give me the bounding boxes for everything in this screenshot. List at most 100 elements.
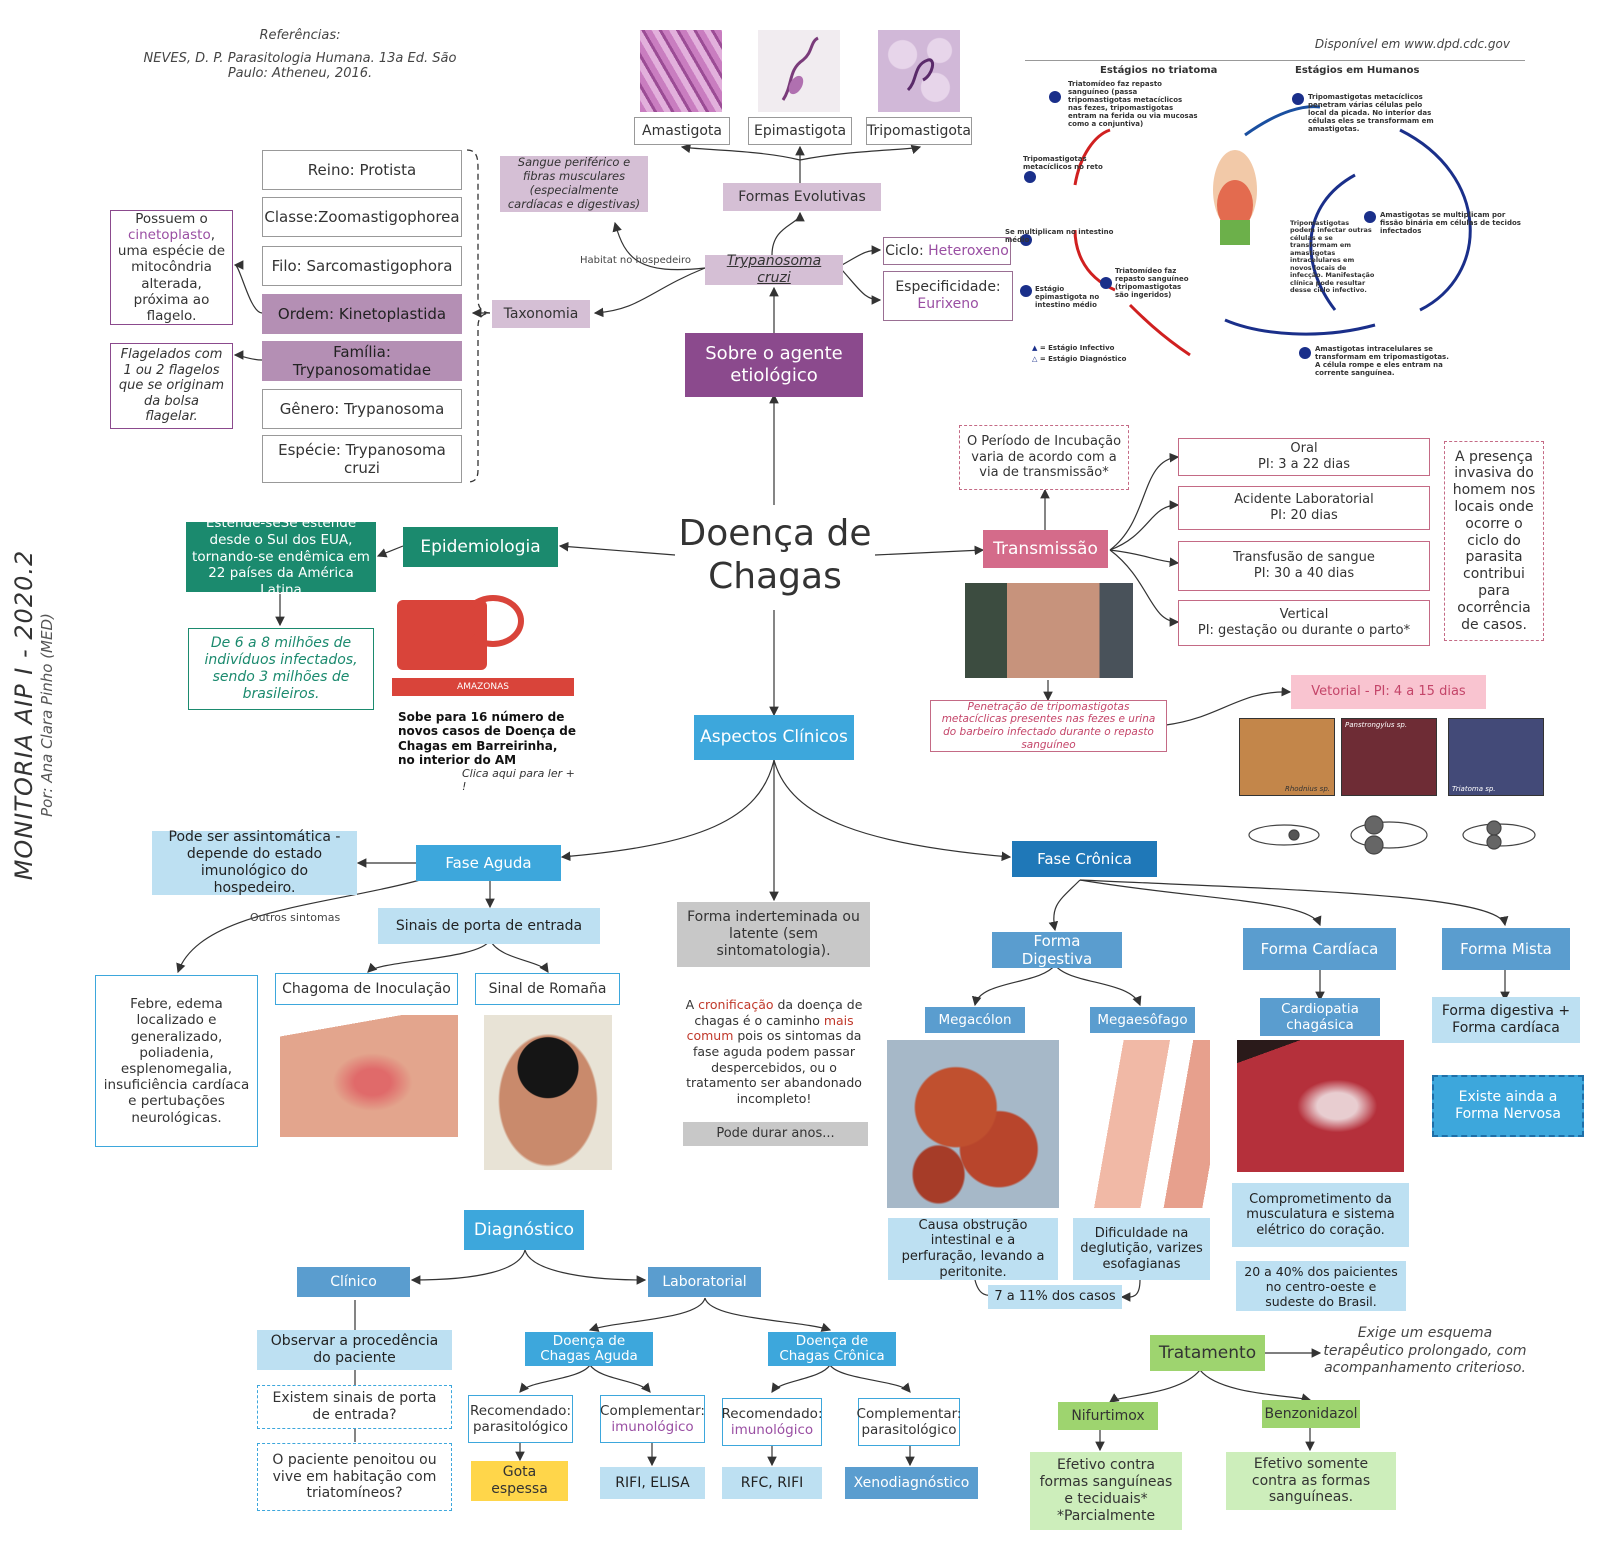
chronification-highlight: cronificação [698,997,774,1012]
kinetoplast-note: Possuem o cinetoplasto, uma espécie de m… [110,210,233,325]
chronic-phase: Fase Crônica [1012,841,1157,877]
taxonomy-species: Espécie: Trypanosoma cruzi [262,435,462,483]
cycle-value: Heteroxeno [928,242,1009,259]
clinical-title: Aspectos Clínicos [694,715,854,760]
taxonomy-order: Ordem: Kinetoplastida [262,294,462,334]
megaesophagus-illustration [1085,1040,1210,1208]
route-transfusion: Transfusão de sangue PI: 30 a 40 dias [1178,541,1430,591]
chagoma-photo [280,1015,458,1137]
taxonomy-family: Família: Trypanosomatidae [262,341,462,381]
specificity-value: Eurixeno [917,296,979,312]
side-title-block: MONITORIA AIP I - 2020.2 Por: Ana Clara … [10,465,70,965]
treatment-note: Exige um esquema terapêutico prolongado,… [1323,1325,1527,1376]
megacolon-photo [887,1040,1059,1208]
side-title: MONITORIA AIP I - 2020.2 [10,549,38,881]
news-headline: Sobe para 16 número de novos casos de Do… [398,710,577,768]
megaesophagus-label: Megaesôfago [1090,1007,1195,1033]
specificity-node: Especificidade: Eurixeno [883,271,1013,321]
diagnosis-clinical: Clínico [297,1267,410,1297]
acute-complementary: Complementar: imunológico [600,1395,705,1443]
route-transfusion-name: Transfusão de sangue [1233,550,1375,566]
bug-photo-rhodnius: Rhodnius sp. [1239,718,1335,796]
route-oral-name: Oral [1290,441,1318,457]
news-link[interactable]: Clica aqui para ler + ! [462,767,575,793]
taxonomy-class: Classe:Zoomastigophorea [262,197,462,237]
cycle-node: Ciclo: Heteroxeno [883,237,1011,265]
chronification-post: pois os sintomas da fase aguda podem pas… [686,1028,862,1106]
cardiac-percentage: 20 a 40% dos paicientes no centro-oeste … [1236,1261,1406,1311]
acute-complementary-label: Complementar: [600,1402,705,1419]
taxonomy-phylum: Filo: Sarcomastigophora [262,246,462,286]
route-lab-pi: PI: 20 dias [1270,508,1338,523]
kinetoplast-note-post: , uma espécie de mitocôndria alterada, p… [117,227,226,324]
chronic-recommended-value: imunológico [730,1422,814,1438]
drug-nifurtimox: Nifurtimox [1058,1402,1158,1430]
lifecycle-step-3: Amastigotas se multiplicam por fissão bi… [1380,211,1521,236]
other-symptoms-label: Outros sintomas [250,911,341,924]
tripomastigota-image [878,30,960,112]
benznidazole-desc: Efetivo somente contra as formas sanguín… [1226,1452,1396,1510]
clinical-item-entry-signs: Existem sinais de porta de entrada? [257,1385,452,1429]
epimastigota-shape [781,36,819,101]
chronification-note: A cronificação da doença de chagas é o c… [683,997,865,1106]
lifecycle-step-1: Triatomídeo faz repasto sanguíneo (passa… [1068,80,1198,129]
agent-title: Sobre o agente etiológico [685,333,863,397]
test-rifi-elisa: RIFI, ELISA [600,1467,705,1499]
test-thick-drop: Gota espessa [471,1461,568,1501]
route-oral-pi: PI: 3 a 22 dias [1258,457,1350,472]
heart-photo [1237,1040,1404,1172]
diagnosis-chronic: Doença de Chagas Crônica [768,1332,896,1366]
kinetoplast-highlight: cinetoplasto [127,227,211,244]
nervous-form-note: Existe ainda a Forma Nervosa [1432,1075,1584,1137]
bug-label-rhodnius: Rhodnius sp. [1284,785,1330,793]
route-oral: Oral PI: 3 a 22 dias [1178,438,1430,476]
lifecycle-source: Disponível em www.dpd.cdc.gov [1314,37,1510,51]
bug-head-drawings [1248,815,1536,855]
clinical-item-triatomine-housing: O paciente penoitou ou vive em habitação… [257,1443,452,1511]
lifecycle-step-7: Se multiplicam no intestino médio [1005,228,1114,245]
clinical-item-origin: Observar a procedência do paciente [257,1330,452,1370]
habitat-node: Sangue periférico e fibras musculares (e… [500,156,648,212]
diagnosis-title: Diagnóstico [464,1210,584,1250]
epimastigota-image [758,30,840,112]
lifecycle-arrows [1020,91,1472,359]
digestive-form: Forma Digestiva [992,932,1122,968]
cardiac-desc: Comprometimento da musculatura e sistema… [1232,1183,1409,1247]
form-tripomastigota: Tripomastigota [866,117,972,145]
forms-title: Formas Evolutivas [723,183,881,211]
legend-infective: = Estágio Infectivo [1039,344,1115,352]
barbeiro-photo [965,583,1133,678]
route-lab: Acidente Laboratorial PI: 20 dias [1178,486,1430,530]
lifecycle-legend: ▲ = Estágio Infectivo △ = Estágio Diagnó… [1032,344,1127,364]
route-vertical-name: Vertical [1279,607,1329,623]
cardiopathy-label: Cardiopatia chagásica [1260,998,1380,1036]
mixed-desc: Forma digestiva + Forma cardíaca [1432,997,1580,1043]
lifecycle-step-6: Estágio epimastigota no intestino médio [1035,285,1100,310]
lifecycle-side-note: Tripomastigotas podem infectar outras cé… [1290,219,1375,295]
bug-label-triatoma: Triatoma sp. [1452,785,1496,793]
habitat-label: Habitat no hospedeiro [580,255,692,266]
romana-label: Sinal de Romaña [475,973,620,1005]
transmission-title: Transmissão [983,530,1108,568]
acute-symptoms: Febre, edema localizado e generalizado, … [95,975,258,1147]
lifecycle-step-8: Tripomastigotas metacíclicos no reto [1023,155,1103,172]
indeterminate-form: Forma inderteminada ou latente (sem sint… [677,902,870,967]
references-citation: NEVES, D. P. Parasitologia Humana. 13a E… [143,51,457,81]
vectorial-route: Vetorial - PI: 4 a 15 dias [1291,675,1486,709]
penetration-note: Penetração de tripomastigotas metacíclic… [930,700,1167,752]
romana-photo [484,1015,612,1170]
lifecycle-step-2: Tripomastigotas metacíclicos penetram vá… [1308,93,1434,134]
nifurtimox-desc: Efetivo contra formas sanguíneas e tecid… [1030,1452,1182,1530]
route-vertical: Vertical PI: gestação ou durante o parto… [1178,600,1430,646]
route-vertical-pi: PI: gestação ou durante o parto* [1197,623,1411,638]
megaesophagus-desc: Dificuldade na deglutição, varizes esofa… [1073,1218,1210,1280]
news-card[interactable]: AMAZONAS Sobe para 16 número de novos ca… [392,590,580,793]
route-transfusion-pi: PI: 30 a 40 dias [1253,566,1355,581]
chronification-pre: A [685,997,695,1012]
lifecycle-step-4: Amastigotas intracelulares se transforma… [1315,345,1449,378]
form-amastigota: Amastigota [634,117,730,145]
lifecycle-step-5: Triatomídeo faz repasto sanguíneo (tripo… [1115,267,1189,300]
bug-label-panstrongylus: Panstrongylus sp. [1345,721,1408,729]
kinetoplast-note-pre: Possuem o [135,210,208,227]
invasive-presence-note: A presença invasiva do homem nos locais … [1444,441,1544,641]
